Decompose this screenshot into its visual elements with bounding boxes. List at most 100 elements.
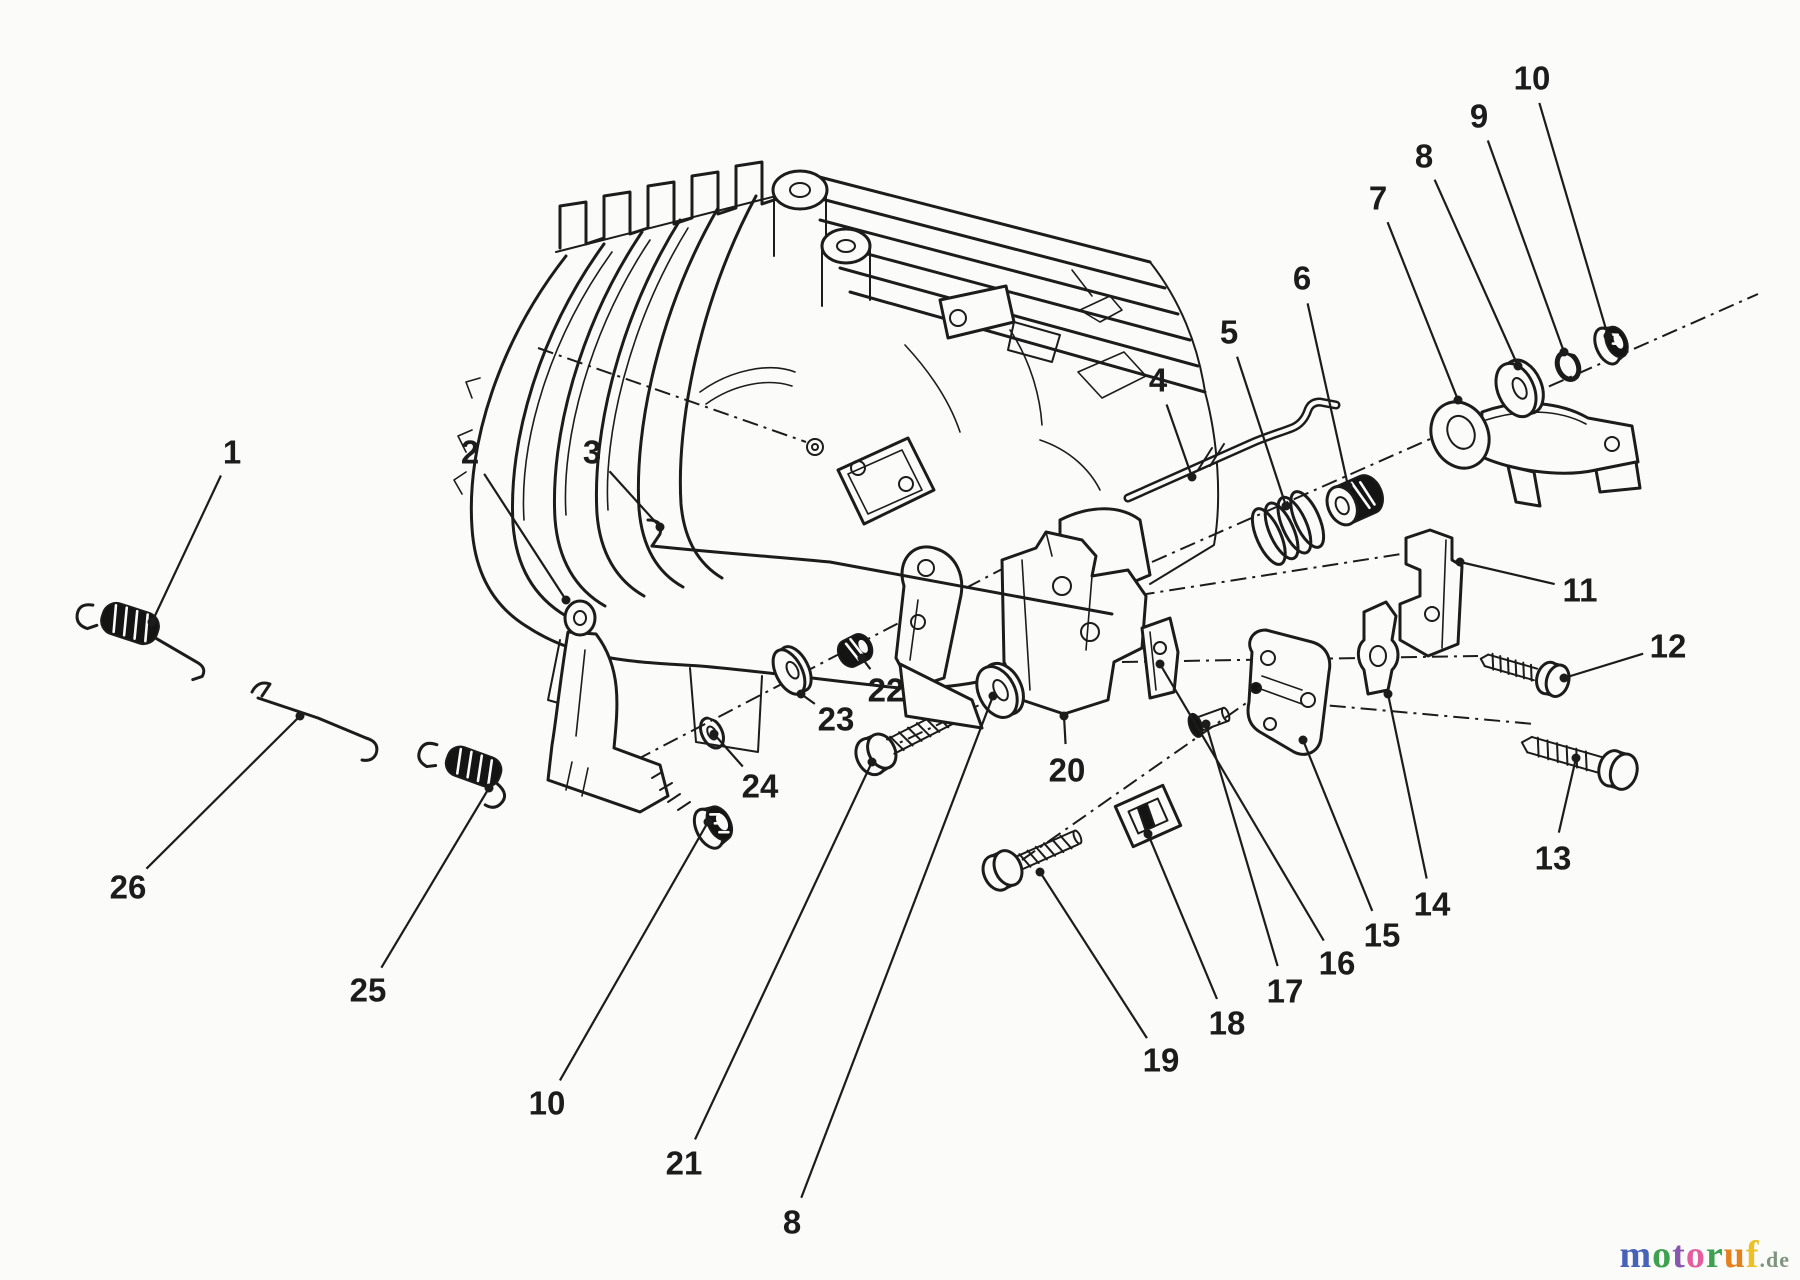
flat-washer-8-bracket [975, 661, 1025, 719]
callout-number-7: 7 [1369, 180, 1387, 217]
leader-line-19 [1039, 871, 1148, 1039]
leader-dot-17 [1201, 719, 1211, 729]
spring-25 [417, 741, 507, 809]
cable-clamp-18 [1113, 783, 1183, 849]
leader-dot-24 [709, 729, 719, 739]
lock-nut-10-lever [692, 805, 734, 850]
leader-line-12 [1563, 652, 1644, 680]
governor-bracket-20 [1000, 530, 1148, 716]
leader-dot-20 [1059, 711, 1069, 721]
callout-number-23: 23 [818, 701, 855, 738]
callout-number-2: 2 [461, 434, 479, 471]
leader-dot-12 [1559, 673, 1569, 683]
pivot-clip-14 [1356, 600, 1400, 696]
governor-spring-wire-26 [250, 681, 379, 762]
leader-dot-7 [1453, 395, 1463, 405]
leader-dot-14 [1383, 689, 1393, 699]
callout-number-14: 14 [1414, 886, 1451, 923]
leader-line-1 [151, 475, 222, 623]
leader-line-11 [1459, 560, 1555, 586]
watermark-letter: t [1672, 1234, 1686, 1276]
lock-nut-10-arm [1593, 325, 1629, 366]
spring-1 [75, 601, 206, 682]
leader-line-8 [1433, 179, 1520, 367]
callout-number-18: 18 [1209, 1005, 1246, 1042]
leader-line-15 [1301, 739, 1374, 912]
leader-dot-19 [1035, 867, 1045, 877]
leader-line-17 [1204, 723, 1279, 967]
leader-line-21 [694, 761, 873, 1140]
lock-washer-9 [1554, 344, 1582, 382]
leader-line-3 [608, 470, 661, 528]
leader-dot-9 [1559, 347, 1569, 357]
callout-number-17: 17 [1267, 973, 1304, 1010]
watermark-suffix: .de [1759, 1247, 1790, 1272]
callout-number-11: 11 [1563, 572, 1598, 609]
flat-washer-23 [771, 645, 813, 696]
leader-dot-2 [561, 595, 571, 605]
leader-line-25 [380, 787, 490, 969]
leader-dot-11 [1455, 557, 1465, 567]
callout-number-13: 13 [1535, 840, 1572, 877]
callout-number-16: 16 [1319, 945, 1356, 982]
callout-number-8: 8 [783, 1204, 801, 1241]
leader-line-4 [1165, 404, 1194, 478]
leader-dot-23 [796, 689, 806, 699]
leader-dot-26 [295, 711, 305, 721]
leader-dot-4 [1187, 472, 1197, 482]
leader-dot-8 [1513, 361, 1523, 371]
bolt-21 [854, 703, 964, 777]
callout-number-4: 4 [1149, 362, 1168, 399]
watermark-word: motoruf [1620, 1234, 1760, 1276]
callout-number-12: 12 [1650, 628, 1687, 665]
nut-22 [836, 633, 874, 668]
bracket-11 [1398, 528, 1464, 658]
leader-dot-15 [1298, 735, 1308, 745]
callout-number-25: 25 [350, 972, 387, 1009]
leader-line-6 [1306, 303, 1350, 487]
swivel-lever [894, 545, 984, 730]
leader-dot-10 [1603, 331, 1613, 341]
watermark-letter: o [1652, 1234, 1673, 1276]
bushing-6 [1325, 474, 1384, 527]
leader-dot-8 [988, 691, 998, 701]
leader-line-18 [1146, 833, 1218, 1000]
head-bolt-bosses [771, 169, 872, 307]
leader-line-10 [1538, 102, 1610, 337]
leader-dot-1 [147, 617, 157, 627]
hex-bolt-13 [1520, 735, 1639, 791]
leader-dot-5 [1281, 501, 1291, 511]
watermark-letter: r [1705, 1234, 1724, 1276]
callout-number-15: 15 [1364, 917, 1401, 954]
watermark-letter: m [1619, 1234, 1653, 1276]
leader-line-20 [1062, 715, 1067, 745]
watermark-letter: f [1745, 1234, 1760, 1276]
governor-spring-5 [1250, 490, 1326, 566]
watermark-letter: u [1723, 1234, 1746, 1276]
callout-number-26: 26 [110, 869, 147, 906]
callout-number-20: 20 [1049, 752, 1086, 789]
callout-number-1: 1 [223, 434, 241, 471]
leader-line-9 [1486, 140, 1566, 353]
hex-bolt-19 [981, 829, 1083, 892]
leader-line-5 [1236, 356, 1288, 507]
callout-number-24: 24 [742, 768, 779, 805]
leader-dot-18 [1143, 829, 1153, 839]
leader-dot-13 [1571, 753, 1581, 763]
callout-number-10: 10 [1514, 60, 1551, 97]
screw-12 [1479, 652, 1571, 698]
governor-lever-2 [546, 599, 691, 814]
leader-dot-3 [655, 522, 665, 532]
governor-arm-7 [1429, 400, 1642, 508]
leader-line-2 [483, 473, 567, 601]
callout-number-10: 10 [529, 1085, 566, 1122]
leader-dot-10 [703, 817, 713, 827]
speed-control-plate-15 [1246, 628, 1332, 756]
carburetor-mount [836, 269, 1152, 600]
leader-line-10 [558, 821, 709, 1081]
cylinder-barrel-fins [453, 194, 758, 628]
callout-number-19: 19 [1143, 1042, 1180, 1079]
leader-line-13 [1557, 757, 1578, 833]
